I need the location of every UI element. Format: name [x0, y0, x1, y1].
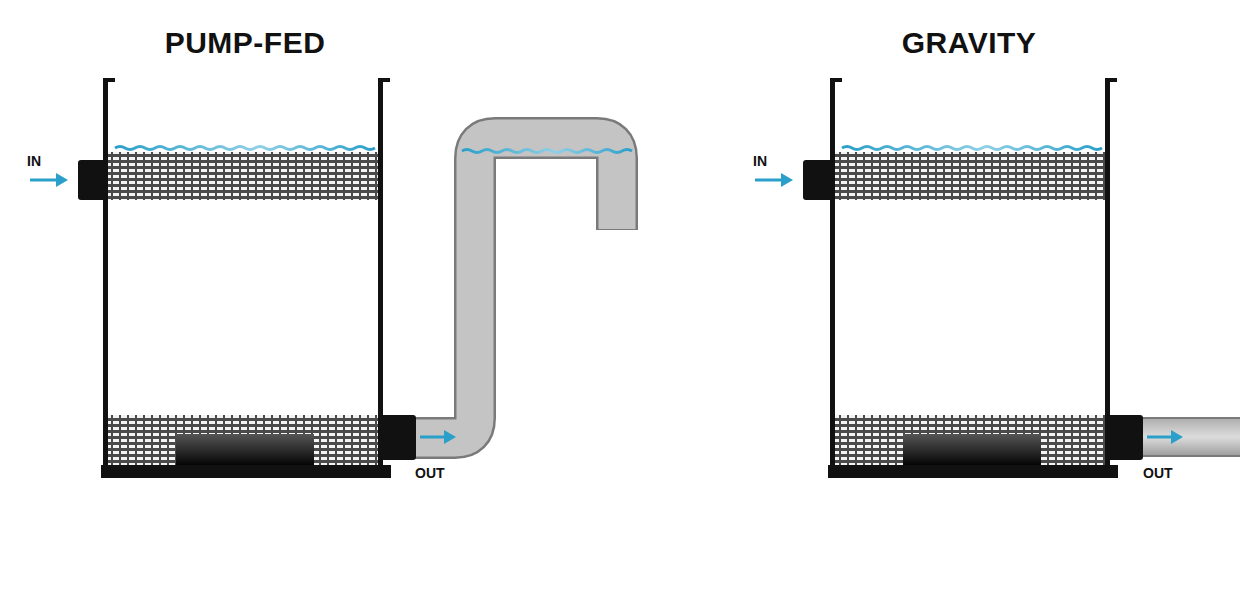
- flow-arrow-head: [444, 430, 456, 444]
- tank-lip: [1105, 78, 1117, 82]
- tank-wall: [378, 78, 383, 470]
- flow-arrow: [755, 179, 783, 182]
- outlet-pipe-outline: [415, 138, 617, 438]
- upper-filter-media: [835, 152, 1107, 200]
- flow-arrow-head: [781, 173, 793, 187]
- tank-lip: [103, 78, 115, 82]
- tank-wall: [830, 78, 835, 470]
- lower-filter-media: [108, 415, 380, 467]
- water-level: [115, 147, 375, 150]
- inlet-fitting: [803, 160, 833, 200]
- flow-arrow-head: [1171, 430, 1183, 444]
- flow-arrow: [420, 436, 446, 439]
- outlet-fitting: [380, 415, 416, 460]
- tank-base: [101, 465, 391, 478]
- lower-filter-media: [835, 415, 1107, 467]
- outlet-pipe-outline: [1140, 417, 1240, 457]
- flow-arrow: [30, 179, 58, 182]
- tank-lip: [378, 78, 390, 82]
- tank-wall: [103, 78, 108, 470]
- sediment: [176, 434, 314, 467]
- flow-label: OUT: [415, 466, 445, 480]
- flow-label: IN: [753, 154, 767, 168]
- outlet-pipe: [1140, 419, 1240, 455]
- flow-arrow-head: [56, 173, 68, 187]
- pipe-water-level: [462, 150, 632, 153]
- heading: PUMP-FED: [165, 28, 326, 58]
- flow-arrow: [1147, 436, 1173, 439]
- sediment: [903, 434, 1041, 467]
- flow-label: IN: [27, 154, 41, 168]
- tank-base: [828, 465, 1118, 478]
- tank-wall: [1105, 78, 1110, 470]
- outlet-pipe: [415, 138, 617, 438]
- outlet-fitting: [1107, 415, 1143, 460]
- water-level: [842, 147, 1102, 150]
- inlet-fitting: [78, 160, 108, 200]
- upper-filter-media: [108, 152, 380, 200]
- gravity-tank: [755, 78, 1240, 478]
- heading: GRAVITY: [902, 28, 1037, 58]
- tank-lip: [830, 78, 842, 82]
- flow-label: OUT: [1143, 466, 1173, 480]
- pump-fed-tank: [30, 78, 632, 478]
